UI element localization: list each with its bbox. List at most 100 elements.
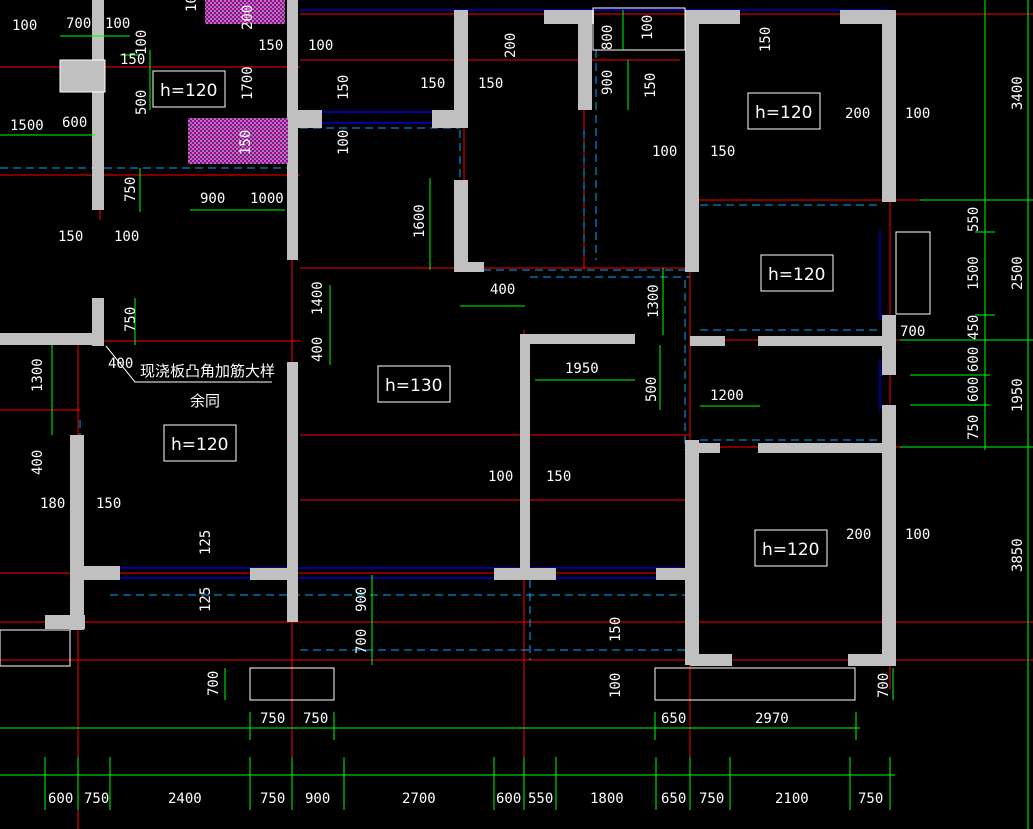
- bottom-dim: 1800: [590, 791, 624, 807]
- dim-label: 100: [608, 673, 624, 698]
- dim-label: 700: [206, 671, 222, 696]
- slab-label-3: h=120: [768, 265, 825, 285]
- dim-label: 100: [640, 15, 656, 40]
- bottom-dim: 650: [661, 791, 686, 807]
- dim-label: 1400: [310, 281, 326, 315]
- right-dim: 3850: [1010, 538, 1026, 572]
- dim-label: 125: [198, 587, 214, 612]
- dim-label: 150: [546, 469, 571, 485]
- dim-label: 150: [238, 130, 254, 155]
- dim-label: 150: [608, 617, 624, 642]
- dim-label: 100: [184, 0, 200, 12]
- dim-label: 500: [134, 90, 150, 115]
- dim-label: 150: [420, 76, 445, 92]
- dim-label: 150: [643, 73, 659, 98]
- dim-label: 100: [114, 229, 139, 245]
- dim-label: 180: [40, 496, 65, 512]
- dimension-ticks: [44, 199, 995, 810]
- right-dim: 750: [966, 415, 982, 440]
- dim-label: 150: [258, 38, 283, 54]
- dim-label: 500: [644, 377, 660, 402]
- dim-label: 200: [845, 106, 870, 122]
- slab-label-6: h=120: [762, 540, 819, 560]
- dim-label: 750: [260, 711, 285, 727]
- dim-label: 100: [134, 30, 150, 55]
- hatched-column-1: [205, 0, 285, 24]
- bottom-dim: 750: [84, 791, 109, 807]
- slab-label-2: h=120: [755, 103, 812, 123]
- beam-lines: [110, 9, 890, 579]
- dim-label: 150: [96, 496, 121, 512]
- note-line-2: 余同: [190, 392, 220, 410]
- dim-label: 200: [503, 33, 519, 58]
- dim-label: 100: [308, 38, 333, 54]
- dim-label: 400: [490, 282, 515, 298]
- bottom-dim: 600: [48, 791, 73, 807]
- bottom-dim: 750: [699, 791, 724, 807]
- dim-label: 100: [652, 144, 677, 160]
- dim-label: 1700: [240, 66, 256, 100]
- dim-label: 200: [846, 527, 871, 543]
- dim-label: 1200: [710, 388, 744, 404]
- right-dim: 450: [966, 315, 982, 340]
- dim-label: 125: [198, 530, 214, 555]
- dim-label: 800: [600, 25, 616, 50]
- right-dim: 550: [966, 207, 982, 232]
- right-dim: 2500: [1010, 256, 1026, 290]
- dim-label: 200: [240, 5, 256, 30]
- bottom-dim: 2700: [402, 791, 436, 807]
- dim-label: 100: [336, 130, 352, 155]
- dim-label: 150: [336, 75, 352, 100]
- dimension-labels: 100 700 100 100 200 150 100 100 200 800 …: [10, 0, 930, 727]
- dim-label: 400: [30, 450, 46, 475]
- right-dim: 1500: [966, 256, 982, 290]
- right-dimension-column: 3400 550 1500 2500 450 600 600 1950 750 …: [966, 76, 1026, 572]
- dim-label: 100: [488, 469, 513, 485]
- dim-label: 700: [900, 324, 925, 340]
- bottom-dim: 550: [528, 791, 553, 807]
- dim-label: 1300: [30, 358, 46, 392]
- note-leader-line: [105, 345, 272, 383]
- dim-label: 150: [710, 144, 735, 160]
- bottom-dim: 750: [858, 791, 883, 807]
- dim-label: 750: [123, 307, 139, 332]
- openings: [0, 7, 931, 701]
- dim-label: 700: [66, 16, 91, 32]
- dim-label: 100: [105, 16, 130, 32]
- right-dim: 600: [966, 347, 982, 372]
- bottom-dim: 600: [496, 791, 521, 807]
- dim-label: 1500: [10, 118, 44, 134]
- dim-label: 150: [120, 52, 145, 68]
- dim-label: 600: [62, 115, 87, 131]
- dim-label: 150: [758, 27, 774, 52]
- note-line-1: 现浇板凸角加筋大样: [140, 362, 275, 380]
- slab-label-1: h=120: [160, 81, 217, 101]
- dim-label: 100: [12, 18, 37, 34]
- slab-labels: h=120 h=120 h=120 h=130 h=120 h=120: [152, 70, 834, 567]
- dim-label: 700: [354, 629, 370, 654]
- dim-label: 100: [905, 527, 930, 543]
- dim-label: 1300: [646, 284, 662, 318]
- dim-label: 100: [905, 106, 930, 122]
- dim-label: 150: [478, 76, 503, 92]
- right-dim: 600: [966, 377, 982, 402]
- slab-label-5: h=120: [171, 435, 228, 455]
- dim-label: 900: [600, 70, 616, 95]
- bottom-dim: 750: [260, 791, 285, 807]
- bottom-dim: 2100: [775, 791, 809, 807]
- dim-label: 750: [303, 711, 328, 727]
- dim-label: 1600: [412, 204, 428, 238]
- dim-label: 650: [661, 711, 686, 727]
- hatched-column-2: [188, 118, 288, 164]
- bottom-dim: 2400: [168, 791, 202, 807]
- dim-label: 900: [354, 587, 370, 612]
- dim-label: 400: [108, 356, 133, 372]
- dim-label: 1000: [250, 191, 284, 207]
- right-dim: 3400: [1010, 76, 1026, 110]
- right-dim: 1950: [1010, 378, 1026, 412]
- dim-label: 900: [200, 191, 225, 207]
